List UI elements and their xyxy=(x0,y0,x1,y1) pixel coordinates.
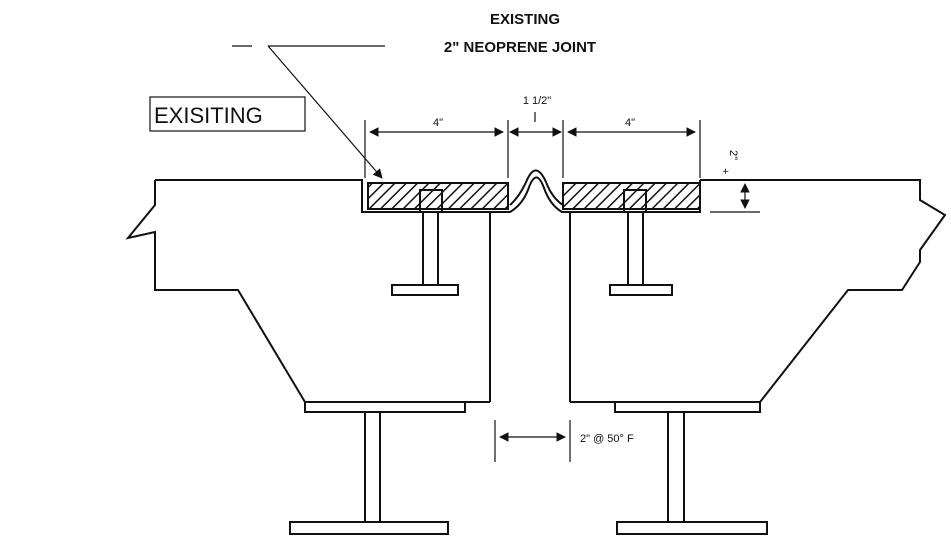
corner-label-box xyxy=(149,96,306,132)
dim-left-width: 4" xyxy=(433,117,443,129)
dimension-lines-top xyxy=(364,112,701,178)
dimension-depth xyxy=(710,179,760,213)
left-girder-web xyxy=(364,412,381,522)
dim-depth-prefix: + xyxy=(719,168,731,174)
dim-right-width: 4" xyxy=(625,117,635,129)
neoprene-seal-inner xyxy=(509,169,564,206)
left-girder-bottom-flange xyxy=(289,521,449,535)
right-girder-web xyxy=(667,412,685,522)
right-girder-top-flange xyxy=(614,401,761,413)
right-girder-bottom-flange xyxy=(616,521,768,535)
right-anchor-stud xyxy=(609,189,673,296)
neoprene-seal xyxy=(368,176,700,213)
dim-depth: 2" xyxy=(727,150,739,160)
left-anchor-block xyxy=(367,182,509,210)
dim-gap: 1 1/2" xyxy=(523,95,551,107)
left-deck-outline xyxy=(125,179,491,403)
right-anchor-block xyxy=(562,182,701,210)
left-girder-top-flange xyxy=(304,401,466,413)
callout-leader xyxy=(232,45,385,179)
callout-title: EXISTING xyxy=(490,11,560,28)
dimension-opening xyxy=(494,420,571,462)
right-deck-outline xyxy=(569,179,947,403)
corner-label: EXISITING xyxy=(154,103,263,128)
dim-opening: 2" @ 50° F xyxy=(580,433,634,445)
callout-subtitle: 2" NEOPRENE JOINT xyxy=(444,39,596,56)
left-anchor-stud xyxy=(391,189,459,296)
